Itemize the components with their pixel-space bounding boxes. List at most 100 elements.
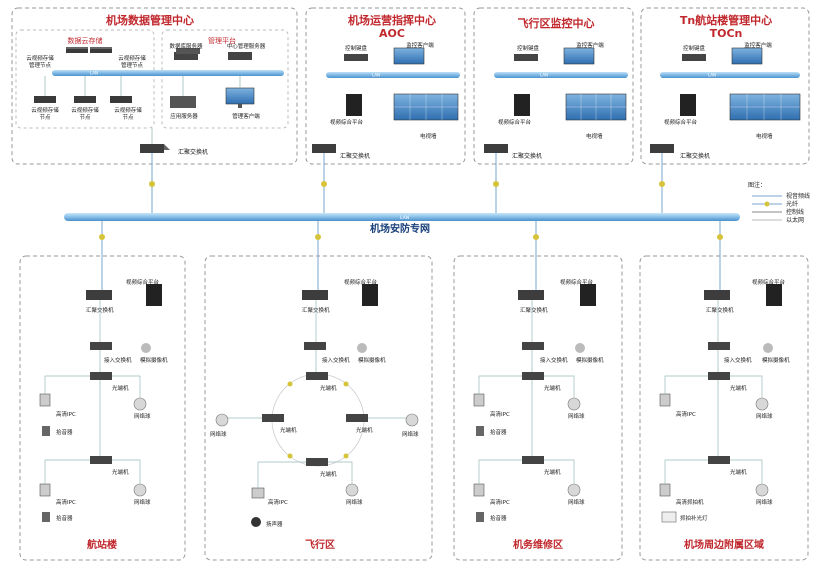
device-label: 控制键盘 [345, 44, 368, 52]
device-label: 光端机 [320, 470, 337, 478]
device-label: 网络球 [346, 498, 363, 506]
device-label: 光端机 [544, 384, 561, 392]
panel-frame [639, 255, 809, 561]
fiber-markers [149, 181, 665, 187]
device-label: 拾音器 [490, 428, 507, 436]
keyboard-icon [344, 54, 368, 61]
device-label: 控制键盘 [683, 44, 706, 52]
backbone-bar [64, 213, 740, 221]
dome-camera-icon [345, 483, 359, 497]
monitor [563, 47, 595, 65]
camera-icon [357, 343, 367, 353]
lan-bar [52, 70, 284, 76]
camera-icon [575, 343, 585, 353]
device-label: 视频综合平台 [664, 118, 698, 126]
panel-subtitle: TOCn [710, 27, 743, 40]
keyboard-icon [514, 54, 538, 61]
legend-item: 光纤 [786, 200, 798, 208]
dome-camera-icon [567, 397, 581, 411]
video-platform-icon [514, 94, 530, 116]
switch-label: 汇聚交换机 [512, 152, 542, 160]
fill-light-icon [661, 511, 677, 523]
switch-icon [312, 144, 336, 153]
legend: 图注： 视音频线 光纤 控制线 以太网 [748, 181, 810, 224]
ipc-icon [473, 393, 485, 407]
app-server [170, 96, 196, 108]
microphone-icon [476, 426, 484, 436]
panel-title: 机务维修区 [513, 538, 563, 551]
switch-icon [140, 144, 170, 153]
monitor [225, 87, 255, 108]
monitor [731, 47, 763, 65]
subgroup-frame [15, 29, 155, 129]
device-label: 接入交换机 [322, 356, 350, 364]
ipc-icon [473, 483, 485, 497]
device-label: 视频综合平台 [498, 118, 532, 126]
device-label: 接入交换机 [724, 356, 752, 364]
optical-transceiver [708, 372, 730, 380]
camera-icon [141, 343, 151, 353]
device-label: 拾音器 [490, 514, 507, 522]
panel-title: 航站楼 [87, 538, 117, 551]
optical-transceiver [262, 414, 284, 422]
device-label: 监控客户端 [744, 41, 772, 49]
device-label: 高清IPC [268, 498, 288, 506]
ipc-icon [39, 483, 51, 497]
switch-icon [302, 290, 328, 300]
device-label: 电视墙 [586, 132, 603, 140]
device-label: 网络球 [402, 430, 419, 438]
switch-icon [518, 290, 544, 300]
video-platform-icon [146, 284, 162, 306]
device-label: 汇聚交换机 [520, 306, 548, 314]
device-label: 视频综合平台 [560, 278, 594, 286]
legend-item: 以太网 [786, 216, 804, 224]
device-label: 模拟摄像机 [576, 356, 604, 364]
optical-transceiver [306, 372, 328, 380]
device-label: 光端机 [320, 384, 337, 392]
switch-icon [650, 144, 674, 153]
device-label: 网络球 [568, 498, 585, 506]
device-label: 电视墙 [420, 132, 437, 140]
lan-bar [660, 72, 800, 78]
lan-label: LAN [540, 73, 548, 78]
device-label: 接入交换机 [540, 356, 568, 364]
microphone-icon [42, 512, 50, 522]
dome-camera-icon [133, 483, 147, 497]
device-label: 高清IPC [490, 498, 510, 506]
lan-bar [494, 72, 628, 78]
panel-perimeter: 视频综合平台 汇聚交换机 接入交换机 模拟摄像机 光端机 高清IPC 网络球 光… [639, 255, 809, 561]
device-label: 云视频存储节点 [31, 106, 59, 121]
device-label: 视频综合平台 [330, 118, 364, 126]
panel-title: 飞行区 [305, 538, 335, 551]
device-label: 监控客户端 [406, 41, 434, 49]
device-label: 光端机 [544, 468, 561, 476]
device-label: 拾音器 [56, 514, 73, 522]
device-label: 云视频存储节点 [71, 106, 99, 121]
device-label: 模拟摄像机 [762, 356, 790, 364]
switch-label: 汇聚交换机 [340, 152, 370, 160]
device-label: 网络球 [756, 498, 773, 506]
video-platform-icon [346, 94, 362, 116]
server-device [174, 48, 200, 60]
device-label: 中心管理服务器 [227, 42, 266, 50]
storage-device [90, 47, 112, 53]
dome-camera-icon [215, 413, 229, 427]
lan-label: LAN [372, 73, 380, 78]
backbone-lan-label: LAN [400, 215, 409, 221]
ipc-icon [251, 487, 265, 499]
panel-aoc: 机场运营指挥中心 AOC 控制键盘 监控客户端 LAN 视频综合平台 电视墙 汇… [305, 7, 466, 165]
panel-title: Tn航站楼管理中心 [680, 13, 772, 27]
storage-device [66, 47, 88, 53]
backbone-title: 机场安防专网 [370, 222, 430, 235]
device-label: 应用服务器 [170, 112, 198, 120]
panel-frame [305, 7, 466, 165]
switch-icon [704, 290, 730, 300]
dome-camera-icon [133, 397, 147, 411]
device-label: 高清IPC [56, 410, 76, 418]
microphone-icon [42, 426, 50, 436]
device-label: 控制键盘 [517, 44, 540, 52]
video-platform-icon [580, 284, 596, 306]
device-label: 光端机 [112, 384, 129, 392]
switch-label: 汇聚交换机 [178, 148, 208, 156]
